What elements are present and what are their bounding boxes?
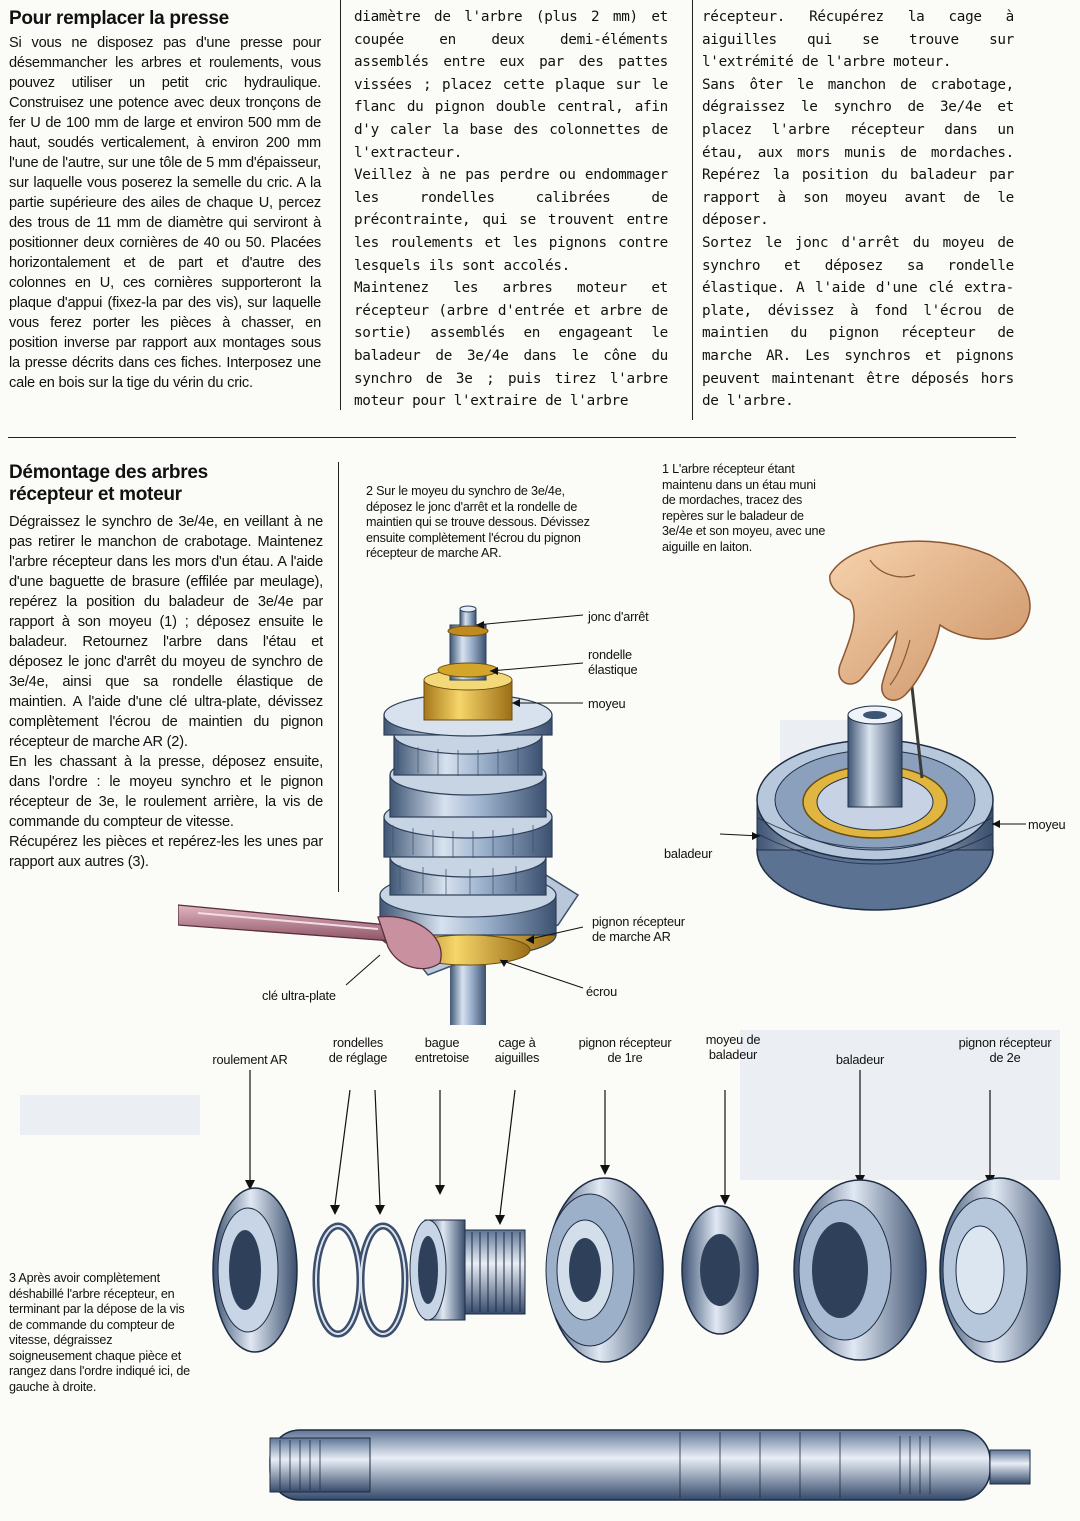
part-label-line: baladeur bbox=[835, 1052, 885, 1067]
part-label-line: pignon récepteur bbox=[958, 1035, 1052, 1050]
part-label-line: baladeur bbox=[708, 1047, 758, 1062]
part-label-bague: bague entretoise bbox=[402, 1035, 482, 1065]
part-label-pignon-1: pignon récepteur de 1re bbox=[565, 1035, 685, 1065]
label-pignon-marche-ar: pignon récepteur de marche AR bbox=[592, 914, 685, 944]
column-divider bbox=[338, 462, 339, 892]
part-label-line: de 1re bbox=[607, 1050, 643, 1065]
part-label-moyeu-baladeur: moyeu de baladeur bbox=[688, 1032, 778, 1062]
figure-3-exploded-parts bbox=[212, 1070, 1061, 1501]
part-label-rondelles: rondelles de réglage bbox=[318, 1035, 398, 1065]
col3-paragraph-2: Sans ôter le manchon de crabotage, dégra… bbox=[702, 76, 1014, 229]
part-label-line: de réglage bbox=[328, 1050, 388, 1065]
label-rondelle-line-2: élastique bbox=[588, 662, 638, 677]
label-cle-ultra-plate: clé ultra-plate bbox=[262, 988, 336, 1003]
demontage-paragraph-2: En les chassant à la presse, déposez ens… bbox=[9, 754, 323, 830]
part-label-line: aiguilles bbox=[494, 1050, 540, 1065]
figure-1-hand-synchro bbox=[719, 540, 1031, 911]
part-label-line: bague bbox=[424, 1035, 460, 1050]
part-label-line: cage à bbox=[498, 1035, 536, 1050]
show-through-ghost bbox=[740, 1030, 1060, 1180]
section-divider bbox=[8, 437, 1016, 438]
label-moyeu: moyeu bbox=[588, 696, 626, 711]
demontage-paragraph-3: Récupérez les pièces et repérez-les les … bbox=[9, 834, 323, 870]
demontage-paragraph-1: Dégraissez le synchro de 3e/4e, en veill… bbox=[9, 514, 323, 750]
col2-paragraph-1: diamètre de l'arbre (plus 2 mm) et coupé… bbox=[354, 9, 668, 161]
col2-paragraph-2: Veillez à ne pas perdre ou endommager le… bbox=[354, 167, 668, 274]
figure-2-gear-stack bbox=[178, 605, 584, 1025]
col3-paragraph-3: Sortez le jonc d'arrêt du moyeu de synch… bbox=[702, 234, 1014, 410]
label-pignon-line-1: pignon récepteur bbox=[592, 914, 685, 929]
label-fig1-baladeur: baladeur bbox=[664, 846, 713, 861]
part-label-line: rondelles bbox=[332, 1035, 384, 1050]
show-through-ghost bbox=[20, 1095, 200, 1135]
part-label-line: pignon récepteur bbox=[578, 1035, 672, 1050]
column-divider bbox=[692, 0, 693, 420]
label-fig1-moyeu: moyeu bbox=[1028, 817, 1066, 832]
part-label-line: moyeu de bbox=[705, 1032, 761, 1047]
column-3-text: récepteur. Récupérez la cage à aiguilles… bbox=[702, 6, 1014, 413]
figure-2-caption: 2 Sur le moyeu du synchro de 3e/4e, dépo… bbox=[366, 484, 590, 560]
part-label-pignon-2: pignon récepteur de 2e bbox=[945, 1035, 1065, 1065]
label-jonc-arret: jonc d'arrêt bbox=[588, 609, 649, 624]
section-title-line-2: récepteur et moteur bbox=[9, 484, 182, 505]
demontage-text: Dégraissez le synchro de 3e/4e, en veill… bbox=[9, 512, 323, 872]
label-rondelle-line-1: rondelle bbox=[588, 647, 632, 662]
part-label-baladeur: baladeur bbox=[820, 1052, 900, 1067]
figure-3-caption: 3 Après avoir complètement déshabillé l'… bbox=[9, 1271, 190, 1394]
part-label-roulement-ar: roulement AR bbox=[200, 1052, 300, 1067]
part-label-line: entretoise bbox=[414, 1050, 470, 1065]
presse-paragraph: Si vous ne disposez pas d'une presse pou… bbox=[9, 35, 321, 391]
column-divider bbox=[340, 0, 341, 410]
column-2-text: diamètre de l'arbre (plus 2 mm) et coupé… bbox=[354, 6, 668, 413]
part-label-line: de 2e bbox=[989, 1050, 1021, 1065]
section-title-presse: Pour remplacer la presse bbox=[9, 8, 229, 29]
label-pignon-line-2: de marche AR bbox=[592, 929, 671, 944]
part-label-line: roulement AR bbox=[212, 1052, 288, 1067]
section-title-line-1: Démontage des arbres bbox=[9, 462, 208, 483]
label-ecrou: écrou bbox=[586, 984, 618, 999]
part-label-cage: cage à aiguilles bbox=[482, 1035, 552, 1065]
col2-paragraph-3: Maintenez les arbres moteur et récepteur… bbox=[354, 280, 668, 410]
label-rondelle-elastique: rondelle élastique bbox=[588, 647, 638, 677]
section-title-demontage: Démontage des arbres récepteur et moteur bbox=[9, 462, 208, 506]
figure-1-caption: 1 L'arbre récepteur étant maintenu dans … bbox=[662, 462, 826, 554]
col3-paragraph-1: récepteur. Récupérez la cage à aiguilles… bbox=[702, 9, 1014, 71]
